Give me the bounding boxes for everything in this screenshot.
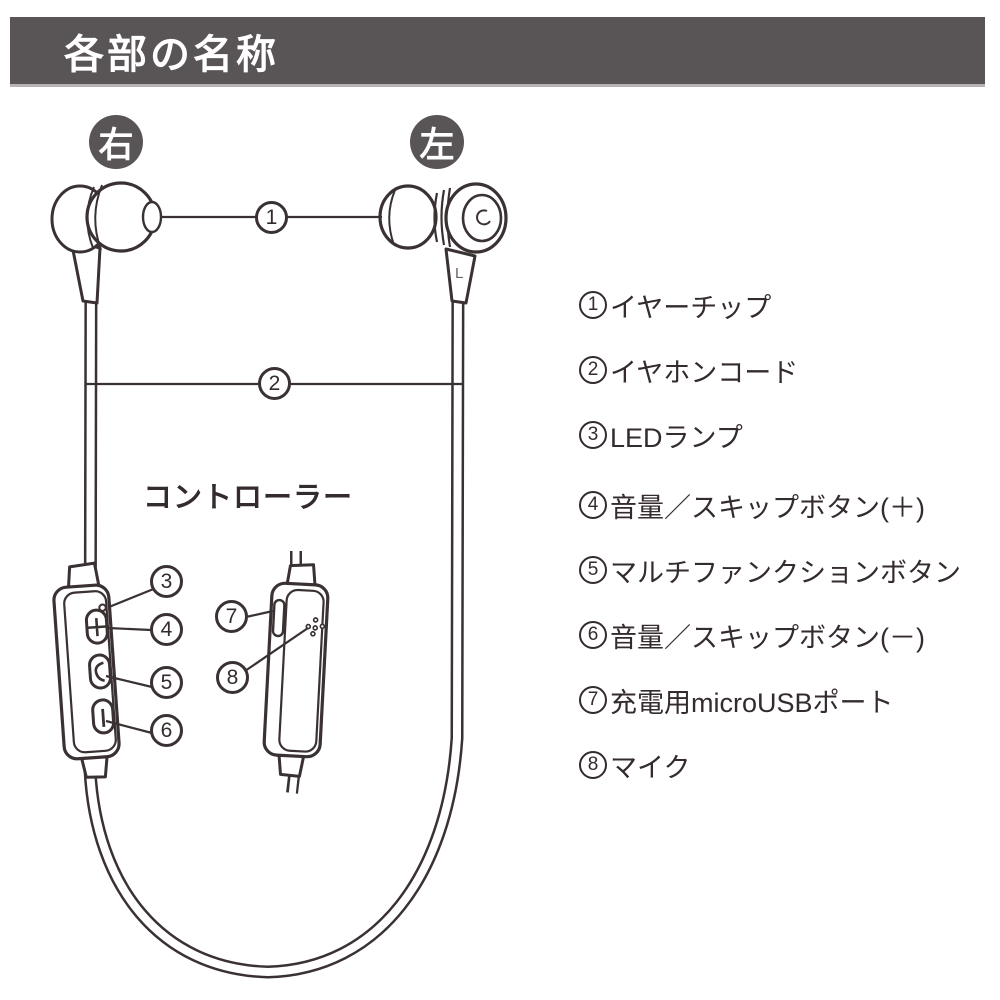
list-item: 2 イヤホンコード (579, 353, 799, 388)
list-item: 4 音量／スキップボタン(＋) (579, 488, 925, 523)
item-number-badge: 3 (579, 421, 607, 449)
brand-logo-icon (476, 209, 491, 226)
list-item: 1 イヤーチップ (579, 288, 772, 323)
item-label: 音量／スキップボタン(－) (610, 622, 925, 653)
callout-6: 6 (150, 714, 183, 747)
minus-icon (101, 708, 106, 727)
list-item: 5 マルチファンクションボタン (579, 553, 961, 588)
plus-icon (87, 618, 106, 637)
callout-2: 2 (258, 367, 291, 400)
item-number-badge: 7 (579, 686, 607, 714)
item-number-badge: 4 (579, 491, 607, 519)
callout-line-7 (245, 609, 274, 619)
callout-3: 3 (150, 565, 183, 598)
item-label: LEDランプ (610, 422, 743, 453)
channel-mark-l: L (455, 265, 464, 282)
controller-caption: コントローラー (143, 482, 354, 514)
callout-line-6 (105, 719, 153, 735)
item-number-badge: 5 (579, 556, 607, 584)
header-bar: 各部の名称 (10, 17, 985, 87)
list-item: 7 充電用microUSBポート (579, 683, 894, 718)
item-number-badge: 8 (579, 751, 607, 779)
callout-line-4 (107, 626, 152, 632)
item-number-badge: 1 (579, 291, 607, 319)
list-item: 3 LEDランプ (579, 418, 743, 453)
phone-icon (94, 661, 105, 682)
earphone-cord (83, 261, 465, 979)
callout-5: 5 (150, 666, 183, 699)
volume-minus-button (91, 698, 116, 735)
callout-8: 8 (216, 661, 249, 694)
page-title: 各部の名称 (64, 32, 279, 77)
callout-line-8 (244, 627, 309, 672)
list-item: 8 マイク (579, 748, 691, 783)
controller-front (52, 561, 121, 779)
item-number-badge: 6 (579, 621, 607, 649)
item-label: 音量／スキップボタン(＋) (610, 492, 925, 523)
item-label: マルチファンクションボタン (610, 557, 961, 588)
callout-1: 1 (255, 201, 288, 234)
callout-4: 4 (150, 613, 183, 646)
item-label: イヤーチップ (610, 292, 772, 323)
multifunction-button (88, 653, 112, 690)
callout-line-5 (105, 674, 153, 689)
volume-plus-button (84, 608, 109, 645)
callout-7: 7 (215, 600, 248, 633)
item-label: イヤホンコード (610, 357, 799, 388)
left-ear-badge: 左 (410, 115, 464, 169)
right-ear-badge: 右 (89, 115, 143, 169)
left-earbud (378, 182, 508, 305)
item-label: マイク (610, 752, 691, 783)
list-item: 6 音量／スキップボタン(－) (579, 618, 925, 653)
microphone-holes (305, 617, 326, 637)
item-label: 充電用microUSBポート (610, 687, 894, 718)
item-number-badge: 2 (579, 356, 607, 384)
controller-back (262, 563, 330, 778)
micro-usb-port (271, 598, 286, 638)
right-earbud (50, 181, 163, 305)
callout-line-3 (108, 586, 157, 609)
